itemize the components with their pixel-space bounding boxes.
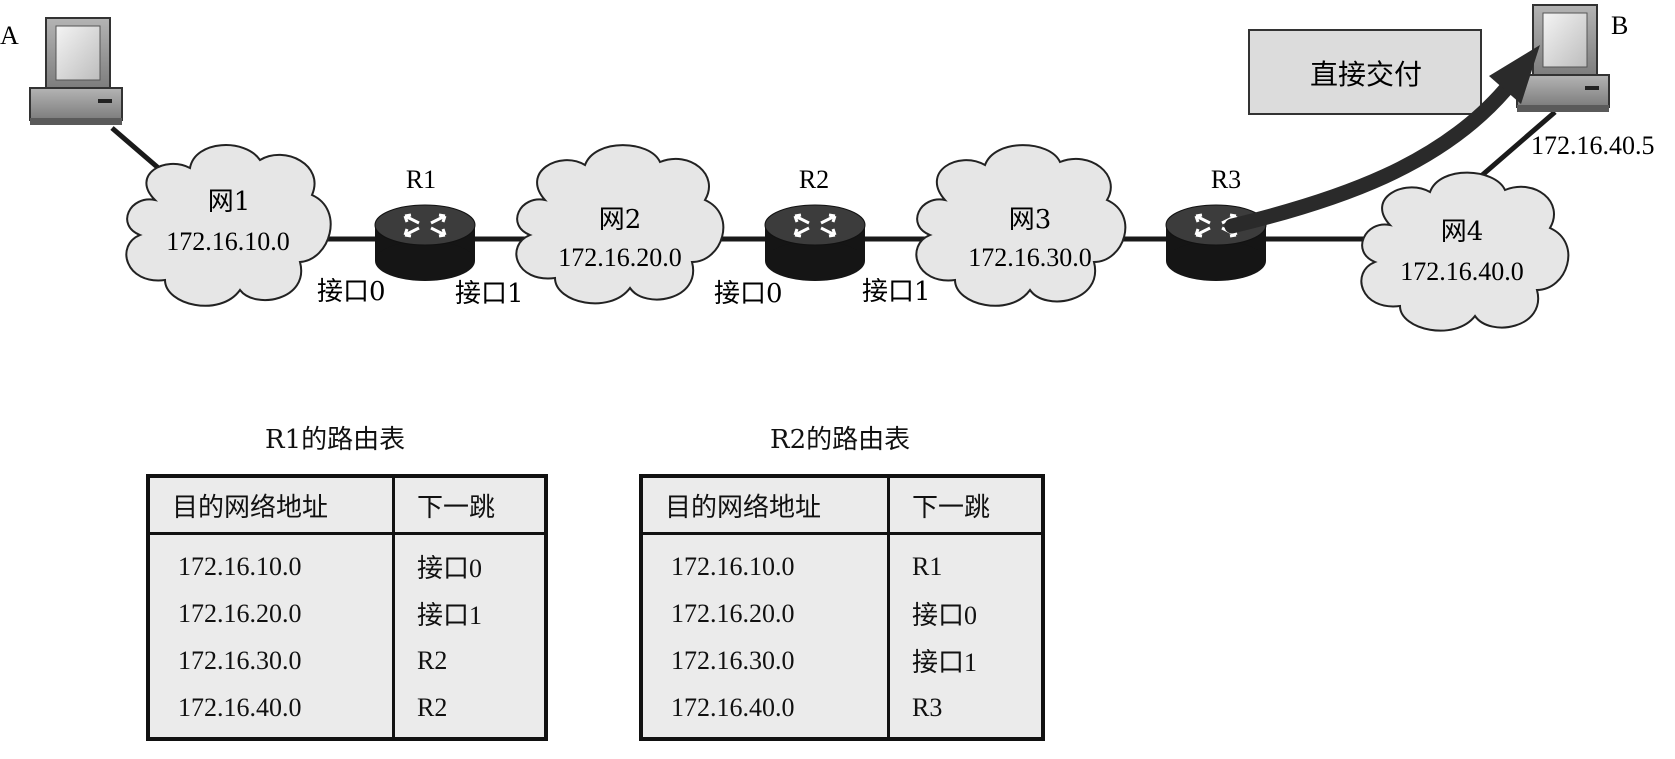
destination-cell: 172.16.40.0 xyxy=(178,692,302,722)
next-hop-cell: 接口1 xyxy=(887,637,1043,684)
host-a-label: A xyxy=(0,21,19,50)
router-arrows-icon xyxy=(403,213,447,238)
header-next-hop: 下一跳 xyxy=(392,476,546,535)
r1-table-title: R1的路由表 xyxy=(265,425,406,455)
router-r1 xyxy=(374,204,476,281)
net3-address: 172.16.30.0 xyxy=(968,243,1092,272)
host-b-ip: 172.16.40.5 xyxy=(1531,131,1655,160)
table-row: 172.16.30.0 接口1 xyxy=(641,637,1043,684)
destination-cell: 172.16.20.0 xyxy=(178,598,302,628)
next-hop-cell: 接口1 xyxy=(392,590,546,637)
table-header-row: 目的网络地址 下一跳 xyxy=(641,476,1043,535)
next-hop-cell: 接口0 xyxy=(887,590,1043,637)
cloud-net1 xyxy=(125,144,332,307)
net2-name: 网2 xyxy=(599,205,642,235)
net4-name: 网4 xyxy=(1441,217,1484,247)
router-r3 xyxy=(1165,204,1267,281)
next-hop-cell: R2 xyxy=(392,684,546,739)
cloud-net4 xyxy=(1360,171,1570,332)
r1-interface1-label: 接口1 xyxy=(455,279,524,309)
table-header-row: 目的网络地址 下一跳 xyxy=(148,476,546,535)
destination-cell: 172.16.10.0 xyxy=(178,551,302,581)
net3-name: 网3 xyxy=(1009,205,1052,235)
table-row: 172.16.40.0 R3 xyxy=(641,684,1043,739)
direct-delivery-label: 直接交付 xyxy=(1310,58,1422,91)
r2-interface1-label: 接口1 xyxy=(862,277,931,307)
header-destination: 目的网络地址 xyxy=(641,476,889,535)
destination-cell: 172.16.20.0 xyxy=(671,598,795,628)
destination-cell: 172.16.10.0 xyxy=(671,551,795,581)
computer-a-icon xyxy=(29,17,123,125)
delivery-arrow xyxy=(1224,45,1540,234)
table-row: 172.16.40.0 R2 xyxy=(148,684,546,739)
router-r2-label: R2 xyxy=(799,165,829,194)
destination-cell: 172.16.30.0 xyxy=(178,645,302,675)
destination-cell: 172.16.30.0 xyxy=(671,645,795,675)
table-row: 172.16.20.0 接口1 xyxy=(148,590,546,637)
router-r3-label: R3 xyxy=(1211,165,1241,194)
router-r2 xyxy=(764,204,866,281)
next-hop-cell: R3 xyxy=(887,684,1043,739)
cloud-net3 xyxy=(915,144,1127,307)
table-row: 172.16.10.0 接口0 xyxy=(148,533,546,590)
r1-routing-table: 目的网络地址 下一跳 172.16.10.0 接口0 172.16.20.0 接… xyxy=(146,474,548,741)
net1-address: 172.16.10.0 xyxy=(166,227,290,256)
r2-routing-table: 目的网络地址 下一跳 172.16.10.0 R1 172.16.20.0 接口… xyxy=(639,474,1045,741)
computer-b-icon xyxy=(1516,4,1610,112)
router-r1-label: R1 xyxy=(406,165,436,194)
next-hop-cell: 接口0 xyxy=(392,533,546,590)
r2-table-title: R2的路由表 xyxy=(770,425,911,455)
table-row: 172.16.20.0 接口0 xyxy=(641,590,1043,637)
next-hop-cell: R1 xyxy=(887,533,1043,590)
header-destination: 目的网络地址 xyxy=(148,476,394,535)
net4-address: 172.16.40.0 xyxy=(1400,257,1524,286)
r1-interface0-label: 接口0 xyxy=(317,277,386,307)
table-row: 172.16.10.0 R1 xyxy=(641,533,1043,590)
net1-name: 网1 xyxy=(208,187,251,217)
next-hop-cell: R2 xyxy=(392,637,546,684)
router-arrows-icon xyxy=(793,213,837,238)
destination-cell: 172.16.40.0 xyxy=(671,692,795,722)
header-next-hop: 下一跳 xyxy=(887,476,1043,535)
network-diagram: 网1 172.16.10.0 网2 172.16.20.0 网3 172.16.… xyxy=(0,4,1655,332)
table-row: 172.16.30.0 R2 xyxy=(148,637,546,684)
r2-interface0-label: 接口0 xyxy=(714,279,783,309)
net2-address: 172.16.20.0 xyxy=(558,243,682,272)
direct-delivery-callout: 直接交付 xyxy=(1248,29,1482,115)
host-b-label: B xyxy=(1611,11,1628,40)
cloud-net2 xyxy=(515,144,725,305)
